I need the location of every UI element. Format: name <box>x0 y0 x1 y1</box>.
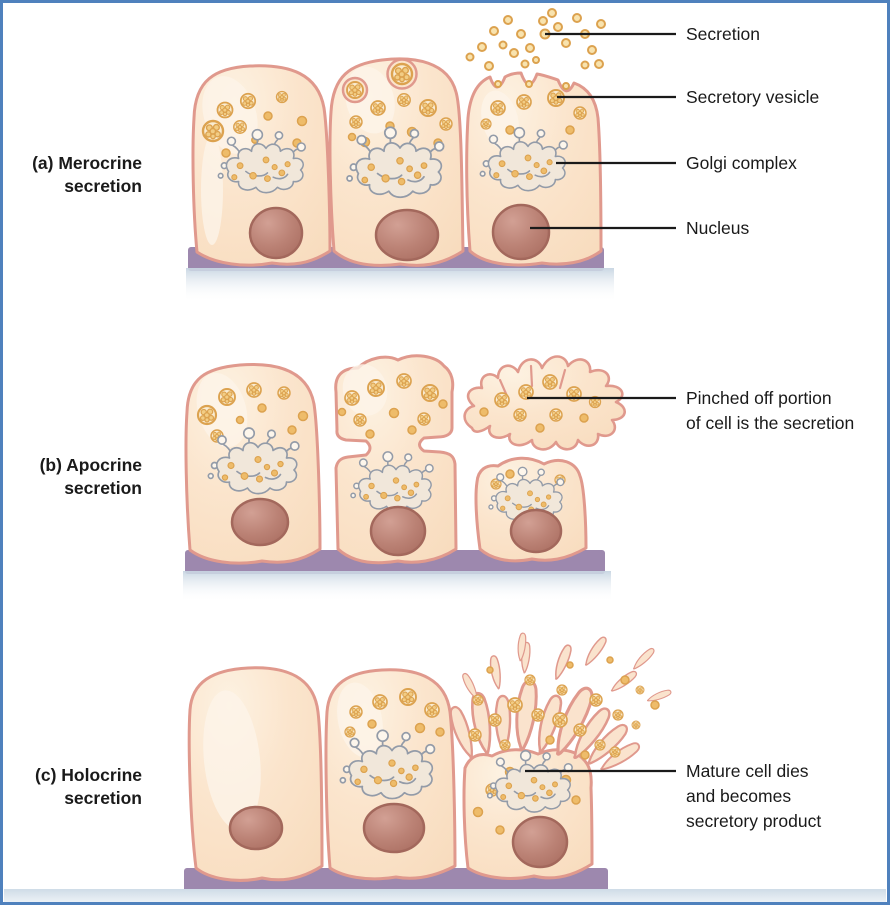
panel-c-label-line2: secretion <box>64 788 142 808</box>
secretory-vesicle <box>552 712 568 728</box>
annotation-nucleus: Nucleus <box>686 218 750 238</box>
panel-b-apocrine-art <box>183 354 676 602</box>
panel-c-holocrine-art <box>4 632 886 902</box>
secretory-vesicle <box>631 720 641 730</box>
panel-c-label-line1: (c) Holocrine <box>35 765 142 785</box>
secretion-dots <box>465 8 606 90</box>
annotation-pinched-off-line2: of cell is the secretion <box>686 413 855 433</box>
connective-tissue-shadow <box>186 268 614 302</box>
secretory-vesicle <box>417 412 431 426</box>
secretory-vesicle <box>419 99 437 117</box>
secretory-vesicle <box>573 106 587 120</box>
secretory-vesicle <box>612 709 624 721</box>
nucleus <box>228 805 284 851</box>
secretory-vesicle <box>573 723 587 737</box>
secretory-vesicle <box>367 379 385 397</box>
secretory-vesicle <box>472 694 484 706</box>
secretory-vesicle <box>390 62 414 86</box>
secretory-vesicle <box>494 392 510 408</box>
annotation-secretion: Secretion <box>686 24 760 44</box>
annotation-mature-cell-line3: secretory product <box>686 811 822 831</box>
secretory-vesicle <box>589 693 603 707</box>
secretory-vesicle <box>594 739 606 751</box>
secretory-vesicle <box>218 388 236 406</box>
panel-a-label: (a) Merocrine secretion <box>10 152 142 198</box>
annotation-secretory-vesicle: Secretory vesicle <box>686 87 820 107</box>
secretory-vesicle <box>216 101 234 119</box>
secretory-vesicle <box>507 697 523 713</box>
nucleus <box>509 508 563 554</box>
secretory-vesicle <box>635 685 645 695</box>
panel-b-label-line1: (b) Apocrine <box>39 455 142 475</box>
panel-b-label: (b) Apocrine secretion <box>10 454 142 500</box>
secretory-vesicle <box>490 100 506 116</box>
secretory-vesicle <box>233 120 247 134</box>
annotation-mature-cell-line1: Mature cell dies <box>686 761 809 781</box>
secretory-vesicle <box>399 688 417 706</box>
secretory-vesicle <box>372 694 388 710</box>
secretory-vesicle <box>516 94 532 110</box>
annotation-mature-cell: Mature cell dies and becomes secretory p… <box>686 759 821 834</box>
connective-tissue-shadow <box>183 571 611 602</box>
secretory-vesicle <box>499 739 511 751</box>
secretory-vesicle <box>421 384 439 402</box>
nucleus <box>369 505 427 557</box>
secretory-vesicle <box>468 728 482 742</box>
secretory-vesicle <box>344 390 360 406</box>
panel-a-merocrine-art <box>186 8 676 302</box>
secretory-vesicle <box>542 374 558 390</box>
secretory-vesicle <box>196 404 218 426</box>
secretory-vesicle <box>397 93 411 107</box>
secretory-vesicle <box>513 408 527 422</box>
secretory-vesicle <box>556 684 568 696</box>
secretory-vesicle <box>346 81 364 99</box>
nucleus <box>362 802 426 854</box>
secretory-vesicle <box>349 115 363 129</box>
secretory-vesicle <box>344 726 356 738</box>
secretory-vesicle <box>480 118 492 130</box>
secretory-vesicle <box>246 382 262 398</box>
panel-b-label-line2: secretion <box>64 478 142 498</box>
secretory-vesicle <box>353 413 367 427</box>
secretory-vesicle <box>439 117 453 131</box>
secretory-vesicle <box>275 90 289 104</box>
annotation-pinched-off: Pinched off portion of cell is the secre… <box>686 386 854 436</box>
secretory-vesicle <box>524 674 536 686</box>
panel-c-label: (c) Holocrine secretion <box>10 764 142 810</box>
secretory-vesicle <box>488 713 502 727</box>
nucleus <box>248 206 304 260</box>
secretory-vesicle <box>549 408 563 422</box>
disintegrating-cell-fragments <box>445 632 673 776</box>
nucleus <box>511 815 569 869</box>
secretory-vesicle <box>424 702 440 718</box>
annotation-mature-cell-line2: and becomes <box>686 786 792 806</box>
annotation-pinched-off-line1: Pinched off portion <box>686 388 832 408</box>
secretory-vesicle <box>277 386 291 400</box>
secretory-vesicle <box>396 373 412 389</box>
nucleus <box>374 208 440 262</box>
secretory-vesicle <box>370 100 386 116</box>
nucleus <box>230 497 290 547</box>
secretory-vesicle <box>531 708 545 722</box>
connective-tissue-shadow <box>4 889 886 902</box>
nucleus <box>491 203 551 261</box>
panel-a-label-line1: (a) Merocrine <box>32 153 142 173</box>
annotation-golgi-complex: Golgi complex <box>686 153 797 173</box>
secretory-vesicle <box>609 746 621 758</box>
secretory-vesicle <box>349 705 363 719</box>
secretory-vesicle <box>201 119 225 143</box>
secretory-vesicle <box>239 92 257 110</box>
pinched-off-secretion <box>463 355 626 451</box>
panel-a-label-line2: secretion <box>64 176 142 196</box>
